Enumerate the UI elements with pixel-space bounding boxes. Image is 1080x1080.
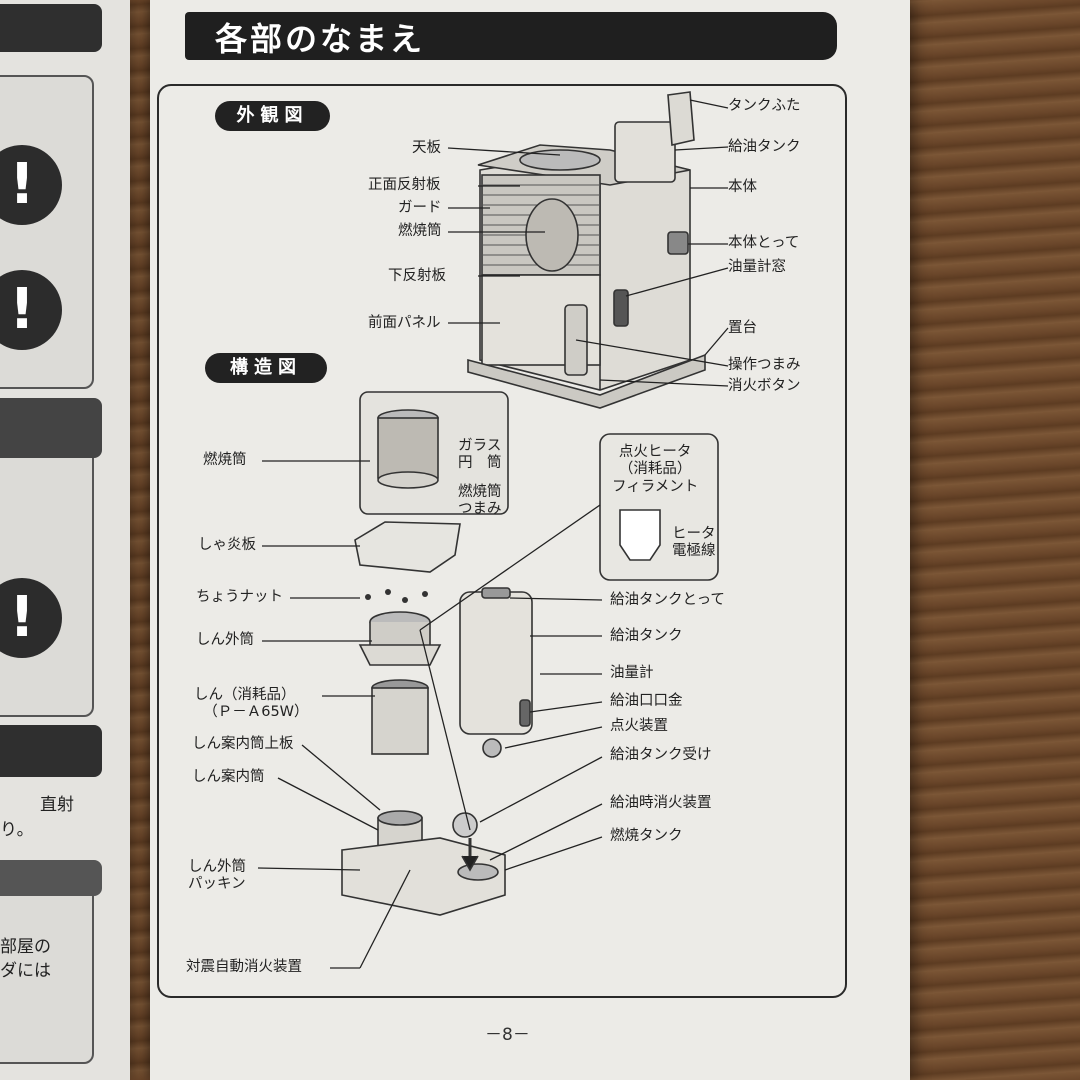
page-title: 各部のなまえ <box>215 20 426 58</box>
warning-icon: ! <box>0 145 62 225</box>
label-outer-wick-packing: しん外筒パッキン <box>188 859 246 893</box>
label-tank-receiver: 給油タンク受け <box>610 747 712 763</box>
label-body: 本体 <box>728 179 757 195</box>
label-base: 置台 <box>728 320 757 336</box>
heater-structure-drawing <box>341 391 719 916</box>
label-front-panel: 前面パネル <box>368 315 441 331</box>
label-fuel-tank: 給油タンク <box>728 139 801 155</box>
left-page-text: 直射 <box>40 795 74 815</box>
section-pill-exterior: 外観図 <box>215 101 330 131</box>
label-wick-guide-top: しん案内筒上板 <box>192 736 294 752</box>
left-page-header-bar <box>0 4 102 52</box>
label-igniter-heater: 点火ヒータ（消耗品）フィラメント <box>612 444 699 495</box>
label-tank-handle: 給油タンクとって <box>610 592 725 608</box>
left-page-caution-header <box>0 398 102 458</box>
label-combustion-knob: 燃焼筒つまみ <box>458 484 502 518</box>
label-top-plate: 天板 <box>412 140 441 156</box>
left-page-box-header <box>0 860 102 896</box>
diagram-frame <box>157 84 847 998</box>
warning-icon: ! <box>0 270 62 350</box>
page-number: －8－ <box>485 1025 530 1045</box>
label-wing-nut: ちょうナット <box>196 589 283 605</box>
wing-nut-icons <box>365 589 428 603</box>
label-fuel-gauge-window: 油量計窓 <box>728 259 786 275</box>
title-bar <box>185 12 837 60</box>
left-page-text: 部屋の <box>0 937 51 957</box>
label-tank-cap: タンクふた <box>728 98 801 114</box>
label-body-handle: 本体とって <box>728 235 800 251</box>
label-outer-wick-tube: しん外筒 <box>196 632 254 648</box>
label-quake-shutoff: 対震自動消火装置 <box>186 959 302 975</box>
left-page-text: ダには <box>0 961 51 981</box>
label-combustion-tube: 燃焼筒 <box>203 452 247 468</box>
warning-icon: ! <box>0 578 62 658</box>
heater-exterior-drawing <box>467 91 706 409</box>
label-wick-guide: しん案内筒 <box>192 769 265 785</box>
label-flame-shield: しゃ炎板 <box>198 537 256 553</box>
label-fuel-gauge: 油量計 <box>610 665 654 681</box>
label-combustion-tube: 燃焼筒 <box>398 223 442 239</box>
label-refuel-extinguisher: 給油時消火装置 <box>610 795 712 811</box>
label-combustion-tank: 燃焼タンク <box>610 828 683 844</box>
label-igniter: 点火装置 <box>610 718 668 734</box>
label-guard: ガード <box>398 200 442 216</box>
label-control-knob: 操作つまみ <box>728 357 801 373</box>
section-pill-structure: 構造図 <box>205 353 327 383</box>
label-lower-reflector: 下反射板 <box>388 268 446 284</box>
label-extinguish-button: 消火ボタン <box>728 378 801 394</box>
label-glass-cylinder: ガラス円 筒 <box>458 438 502 472</box>
label-fuel-cap: 給油口口金 <box>610 693 683 709</box>
left-page-section-bar <box>0 725 102 777</box>
left-page: ! ! ! 直射 り。 部屋の ダには <box>0 0 130 1080</box>
label-heater-wire: ヒータ電極線 <box>672 526 716 560</box>
left-page-text: り。 <box>0 820 34 840</box>
label-structure-fuel-tank: 給油タンク <box>610 628 683 644</box>
label-front-reflector: 正面反射板 <box>368 177 441 193</box>
leader-lines <box>257 99 729 969</box>
label-wick: しん（消耗品） （Ｐ－Ａ65W） <box>194 687 309 721</box>
